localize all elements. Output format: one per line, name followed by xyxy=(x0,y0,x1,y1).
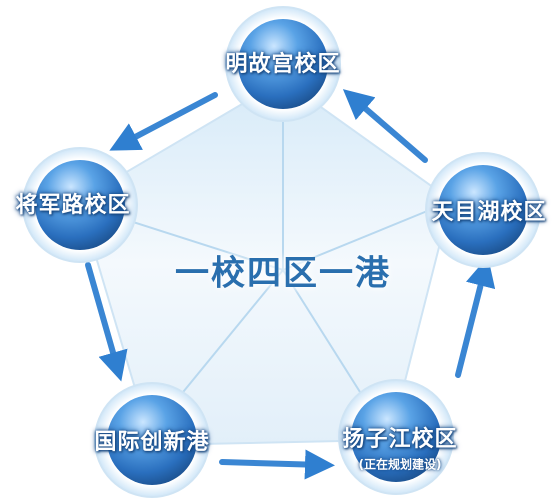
label-gangji: 国际创新港 xyxy=(94,430,210,455)
label-jiangjunlu: 将军路校区 xyxy=(15,193,131,218)
arrow-yangzijiang-to-tianmuhu xyxy=(455,256,496,378)
node-gangji xyxy=(94,382,210,498)
node-jiangjunlu xyxy=(22,147,138,263)
center-title: 一校四区一港 xyxy=(175,253,391,294)
node-mingguogong xyxy=(225,6,341,122)
label-tianmuhu: 天目湖校区 xyxy=(431,200,547,225)
node-yangzijiang xyxy=(338,379,454,495)
arrow-jiangjunlu-to-gangji xyxy=(85,262,128,382)
flow-arrows xyxy=(85,89,496,480)
label-mingguogong: 明故宫校区 xyxy=(225,52,341,77)
arrow-gangji-to-yangzijiang xyxy=(219,449,335,480)
arrow-mingguogong-to-jiangjunlu xyxy=(109,92,218,151)
label-yangzijiang-note: (正在规划建设) xyxy=(358,457,442,472)
spoke-tianmuhu xyxy=(282,204,443,271)
label-yangzijiang: 扬子江校区 xyxy=(342,427,458,452)
node-tianmuhu xyxy=(425,152,541,268)
arrow-tianmuhu-to-mingguogong xyxy=(342,89,428,163)
